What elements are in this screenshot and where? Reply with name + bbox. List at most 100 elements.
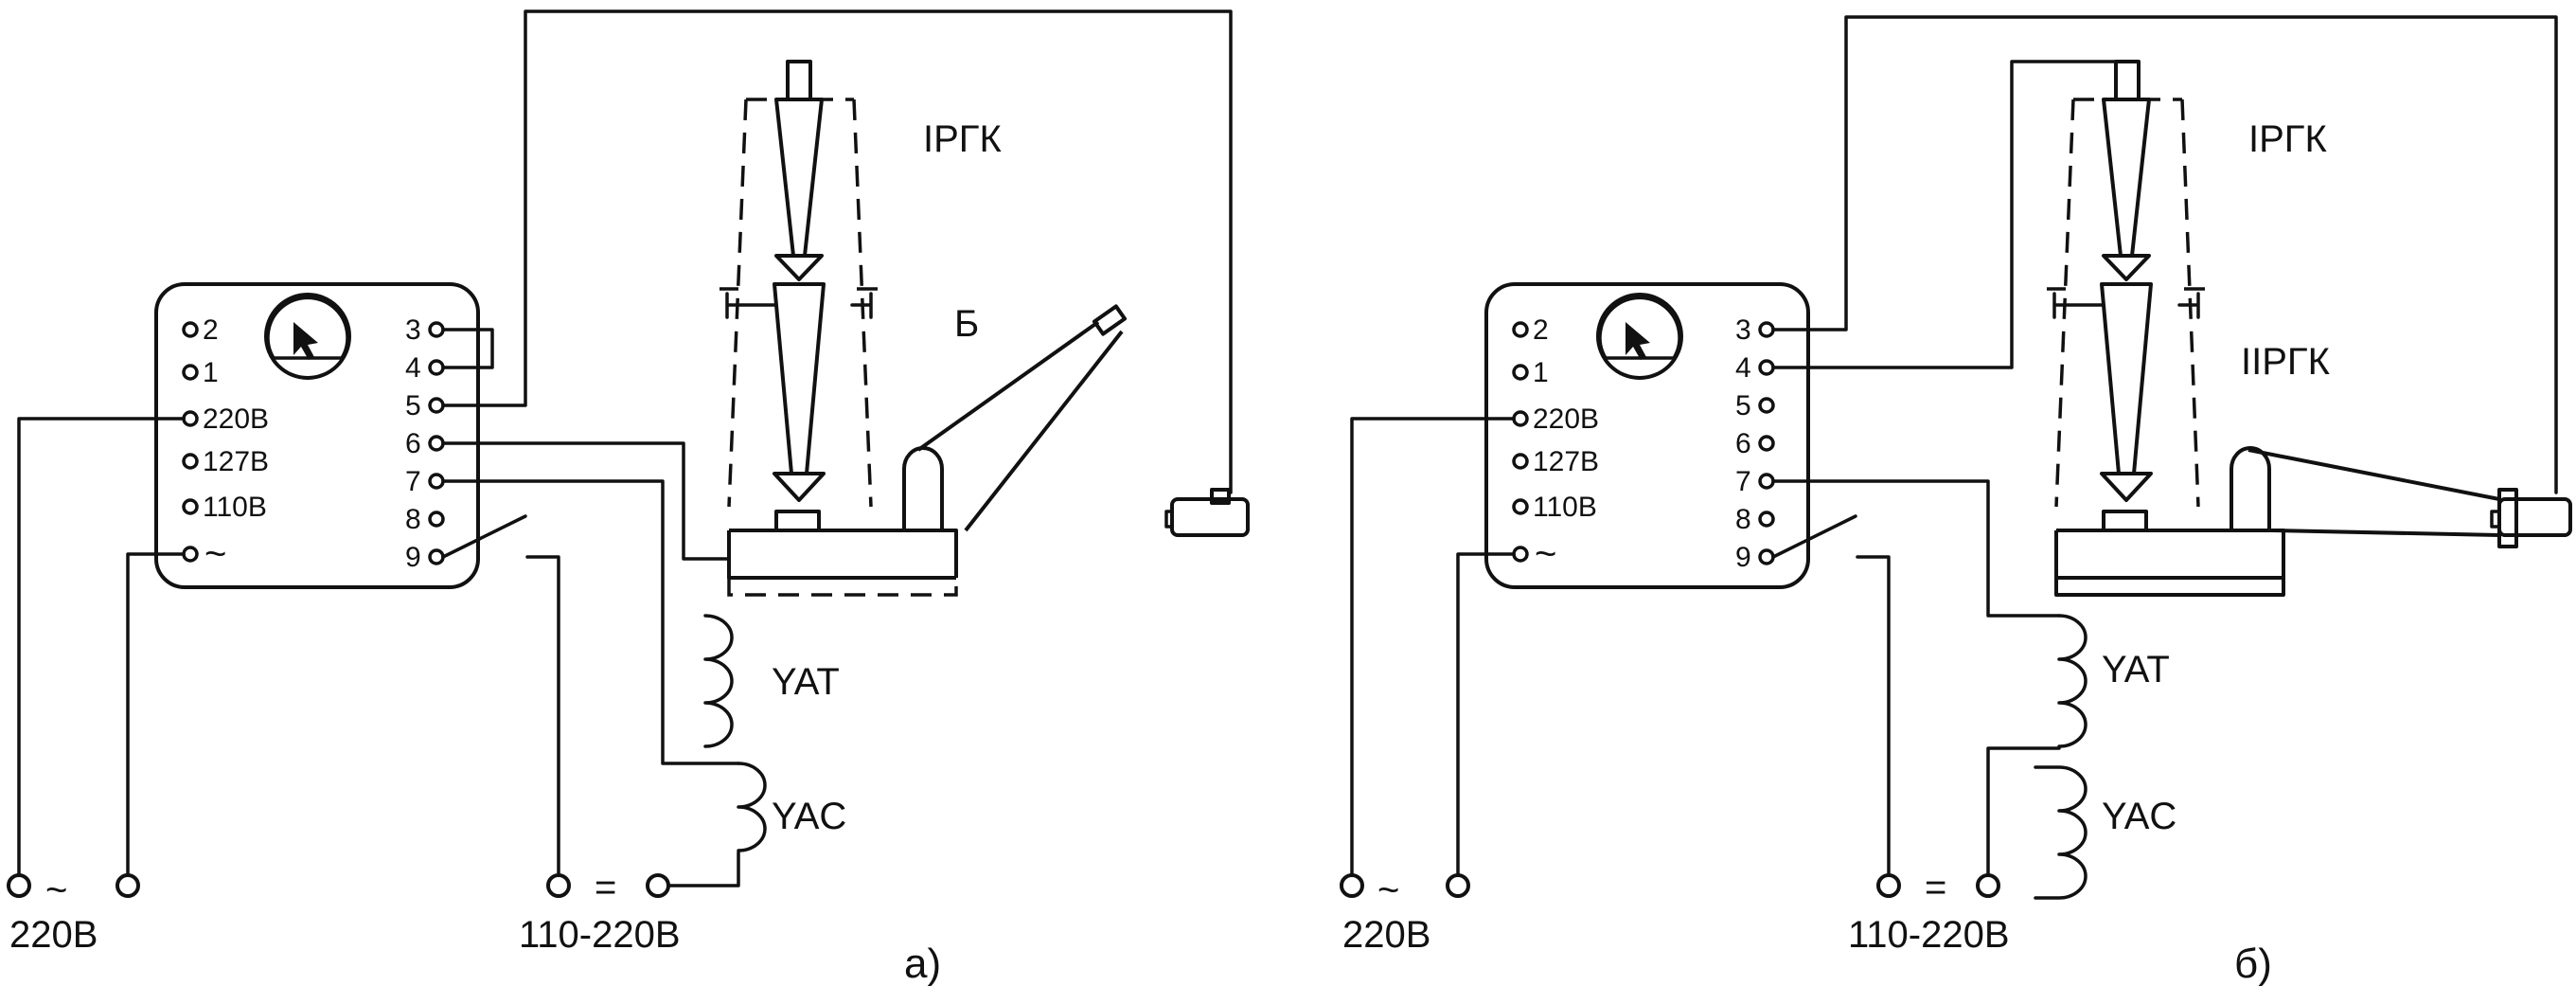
terminal-left [182,321,199,338]
plunger-top [786,60,812,101]
caption-a: а) [904,941,941,987]
supply-terminal [115,873,140,898]
base-plate [727,530,956,580]
terminal-right [428,473,445,490]
wire-switch [525,555,560,881]
base-dash [727,578,958,597]
housing-outline [2054,99,2075,508]
coil-yac [737,762,767,852]
arrow-head [2100,472,2153,502]
terminal-right [428,397,445,414]
lever-arm [916,320,1124,532]
terminal-label: 220В [1533,403,1599,435]
right-terminals: 3 4 5 6 7 8 9 [405,314,445,573]
terminal-right [1758,473,1775,490]
terminal-label: 3 [405,314,421,346]
terminal-label: 6 [1735,428,1751,459]
test-device-body [154,282,480,589]
terminal-right [428,435,445,452]
terminal-left [1512,364,1529,381]
terminal-label: 2 [203,314,219,346]
wire-terminal-6 [441,441,731,561]
supply-terminal [546,873,571,898]
terminal-label: 127В [1533,446,1599,477]
arrow-head [773,472,826,502]
terminal-right [1758,397,1775,414]
wire-dc [1986,746,2061,877]
wire-ac-1 [126,552,186,881]
base-plate [729,529,958,578]
terminal-right [1758,435,1775,452]
supply-terminal [646,873,670,898]
terminal-left [1512,321,1529,338]
right-terminals: 3 4 5 6 7 8 9 [1735,314,1775,573]
switch-lever [1771,514,1857,559]
terminal-left [1512,410,1529,427]
base-step [774,510,821,530]
label-iirgk: IIРГК [2241,341,2331,383]
label-irgk: IРГК [923,118,1002,160]
wire-ac-1 [1456,552,1516,881]
terminal-left [182,546,199,563]
terminal-label: 1 [203,357,219,388]
plunger-top [2114,60,2141,101]
panel-b: 2 1 220В 127В 110В ~ 3 4 5 6 7 8 9 [1340,15,2572,987]
dc-symbol: = [1925,867,1946,908]
coil-yat [703,614,734,748]
terminal-label: 4 [1735,352,1751,384]
terminal-left [182,364,199,381]
clamp [725,292,873,319]
lever-arm [2247,448,2500,537]
terminal-label: 110В [1533,492,1597,523]
housing-outline [727,99,748,508]
terminal-label: ~ [204,533,226,575]
wire-switch [1856,555,1891,881]
gauge-icon [264,293,351,380]
coil-yac [2034,765,2087,900]
switch-lever [441,514,527,559]
wire-terminal-4 [1771,60,2123,369]
relay-contact-icon [2490,488,2572,548]
terminal-right [428,548,445,565]
relay-contact-icon [1164,488,1250,537]
ac-symbol: ~ [45,870,67,911]
terminal-label: 110В [203,492,267,523]
lever-pivot [902,446,944,530]
base-plate [2056,529,2285,578]
terminal-right [428,511,445,528]
plunger-arrow [774,98,824,258]
lever-tip [1092,304,1128,336]
ac-supply-label: 220В [9,914,98,956]
left-terminals: 2 1 220В 127В 110В ~ [182,314,269,575]
terminal-right [1758,321,1775,338]
wire-terminal-7 [1771,479,2061,618]
plunger-lower [773,282,826,475]
clamp [2052,292,2200,319]
ac-supply-label: 220В [1342,914,1430,956]
coil-yat [2057,614,2087,748]
ac-symbol: ~ [1377,870,1399,911]
terminal-right [428,321,445,338]
base-lower [2054,578,2285,597]
terminal-label: 8 [405,504,421,535]
gauge-icon [1596,293,1683,380]
wire-ac-2 [1350,417,1516,881]
lever-pivot [2230,446,2271,530]
coil-yat-label: YAT [2102,649,2170,690]
supply-terminal [1340,873,1364,898]
terminal-label: 1 [1533,357,1549,388]
caption-b: б) [2234,941,2272,987]
terminal-label: 8 [1735,504,1751,535]
terminal-left [182,453,199,470]
terminal-left [182,410,199,427]
plunger-lower [2100,282,2153,475]
wire-terminal-3 [1771,15,2558,494]
coil-yac-label: YAC [772,796,846,837]
dc-symbol: = [595,867,616,908]
terminal-right [1758,511,1775,528]
terminal-label: 9 [405,542,421,573]
terminal-right [428,359,445,376]
housing-outline [852,99,873,508]
terminal-label: 9 [1735,542,1751,573]
